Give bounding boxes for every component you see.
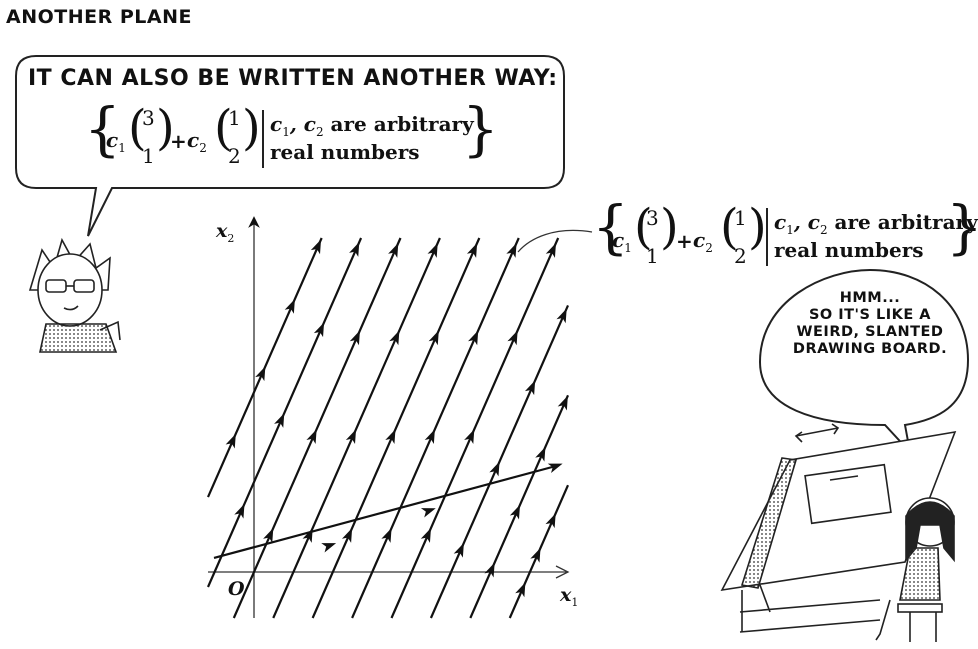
grid-arrowhead (381, 527, 392, 543)
grid-arrowhead (545, 513, 556, 529)
grid-line (351, 237, 520, 619)
right-bubble-line-1: HMM... (839, 290, 901, 306)
grid-arrowhead (274, 413, 285, 428)
left-vec1-close: ) (156, 100, 175, 156)
grid-arrowhead (464, 429, 475, 445)
grid-line (311, 237, 481, 619)
right-c2: c2 (693, 228, 713, 255)
grid-arrowhead (545, 242, 556, 258)
grid-arrowhead (225, 433, 236, 449)
grid-arrowhead (489, 461, 500, 477)
right-close-brace: } (946, 198, 978, 256)
u-arrowhead (321, 543, 337, 553)
boy-character (28, 237, 121, 353)
grid-arrowhead (506, 242, 517, 258)
right-bubble-line-2: SO IT'S LIKE A (808, 307, 932, 323)
left-c1: c1 (106, 128, 126, 155)
right-condition-line1: c1, c2 are arbitrary (774, 210, 978, 237)
right-vec2-open: ( (720, 199, 739, 255)
left-vec1-open: ( (128, 100, 147, 156)
grid-line (390, 237, 560, 619)
grid-arrowhead (349, 330, 360, 346)
grid-arrowhead (428, 330, 439, 346)
connector-line (517, 229, 593, 253)
grid-arrowhead (509, 504, 521, 520)
right-bubble-line-4: DRAWING BOARD. (792, 341, 948, 357)
right-condition-line2: real numbers (774, 238, 924, 262)
section-title: ANOTHER PLANE (6, 6, 192, 28)
left-vec2-bottom: 2 (228, 144, 241, 168)
right-open-brace: { (592, 193, 629, 261)
grid-arrowhead (310, 239, 322, 255)
right-vec2-top: 1 (734, 206, 747, 230)
left-open-brace: { (84, 95, 121, 163)
left-condition-line1: c1, c2 are arbitrary (270, 112, 474, 139)
right-bubble-line-3: WEIRD, SLANTED (796, 324, 944, 340)
left-speech-bubble (15, 55, 565, 237)
grid-arrowhead (306, 429, 317, 445)
grid-line (206, 237, 363, 588)
right-vec2-bottom: 2 (734, 244, 747, 268)
grid-line (232, 237, 402, 619)
grid-arrowhead (389, 330, 400, 346)
left-vec1-top: 3 (142, 106, 155, 130)
grid-arrowhead (515, 582, 526, 598)
grid-arrowhead (263, 527, 274, 543)
grid-arrowhead (345, 429, 357, 445)
left-vec1-bottom: 1 (142, 144, 155, 168)
grid-arrowhead (388, 242, 399, 258)
left-close-brace: } (462, 95, 499, 163)
u-direction-line (213, 464, 557, 560)
left-vec2-top: 1 (228, 106, 241, 130)
left-divider (262, 110, 264, 168)
right-vec1-bottom: 1 (646, 244, 659, 268)
grid-arrowhead (385, 429, 396, 445)
right-c1: c1 (612, 228, 632, 255)
grid-arrowhead (524, 380, 536, 396)
grid-arrowhead (284, 298, 295, 314)
right-vec2-close: ) (748, 199, 767, 255)
origin-label: O (228, 578, 245, 600)
grid-arrowhead (313, 322, 325, 338)
grid-arrowhead (427, 242, 438, 258)
grid-arrowhead (420, 527, 431, 543)
slanted-grid-lines (206, 237, 570, 619)
u-arrowhead (420, 508, 436, 518)
left-bubble-heading: IT CAN ALSO BE WRITTEN ANOTHER WAY: (28, 66, 558, 91)
grid-arrowhead (341, 527, 353, 543)
grid-arrowhead (535, 446, 546, 462)
right-bubble-text: HMM... SO IT'S LIKE A WEIRD, SLANTED DRA… (780, 290, 960, 358)
left-vec2-close: ) (242, 100, 261, 156)
grid-arrowhead (557, 395, 568, 411)
graph-axes (208, 216, 570, 618)
grid-arrowhead (466, 242, 478, 258)
right-divider (766, 208, 768, 266)
left-c2: c2 (187, 128, 207, 155)
left-condition-line2: real numbers (270, 140, 420, 164)
right-vec1-close: ) (660, 199, 679, 255)
grid-arrowhead (255, 366, 266, 382)
grid-line (272, 237, 441, 619)
grid-arrowhead (507, 330, 518, 346)
right-vec1-top: 3 (646, 206, 659, 230)
grid-arrowhead (349, 242, 360, 257)
grid-arrowhead (234, 503, 245, 519)
y-axis-label: x2 (216, 220, 235, 245)
grid-arrowhead (530, 547, 541, 563)
right-speech-bubble (758, 268, 970, 456)
right-vec1-open: ( (634, 199, 653, 255)
grid-arrowhead (556, 308, 567, 324)
grid-arrowhead (453, 542, 464, 558)
x-axis-label: x1 (560, 584, 579, 609)
u-arrowhead (547, 463, 563, 474)
left-vec2-open: ( (214, 100, 233, 156)
left-plus: + (170, 129, 187, 153)
grid-arrowhead (424, 429, 435, 445)
right-plus: + (676, 229, 693, 253)
grid-arrowhead (484, 562, 495, 578)
drawing-board-scene (720, 423, 957, 642)
grid-arrowhead (468, 330, 479, 346)
